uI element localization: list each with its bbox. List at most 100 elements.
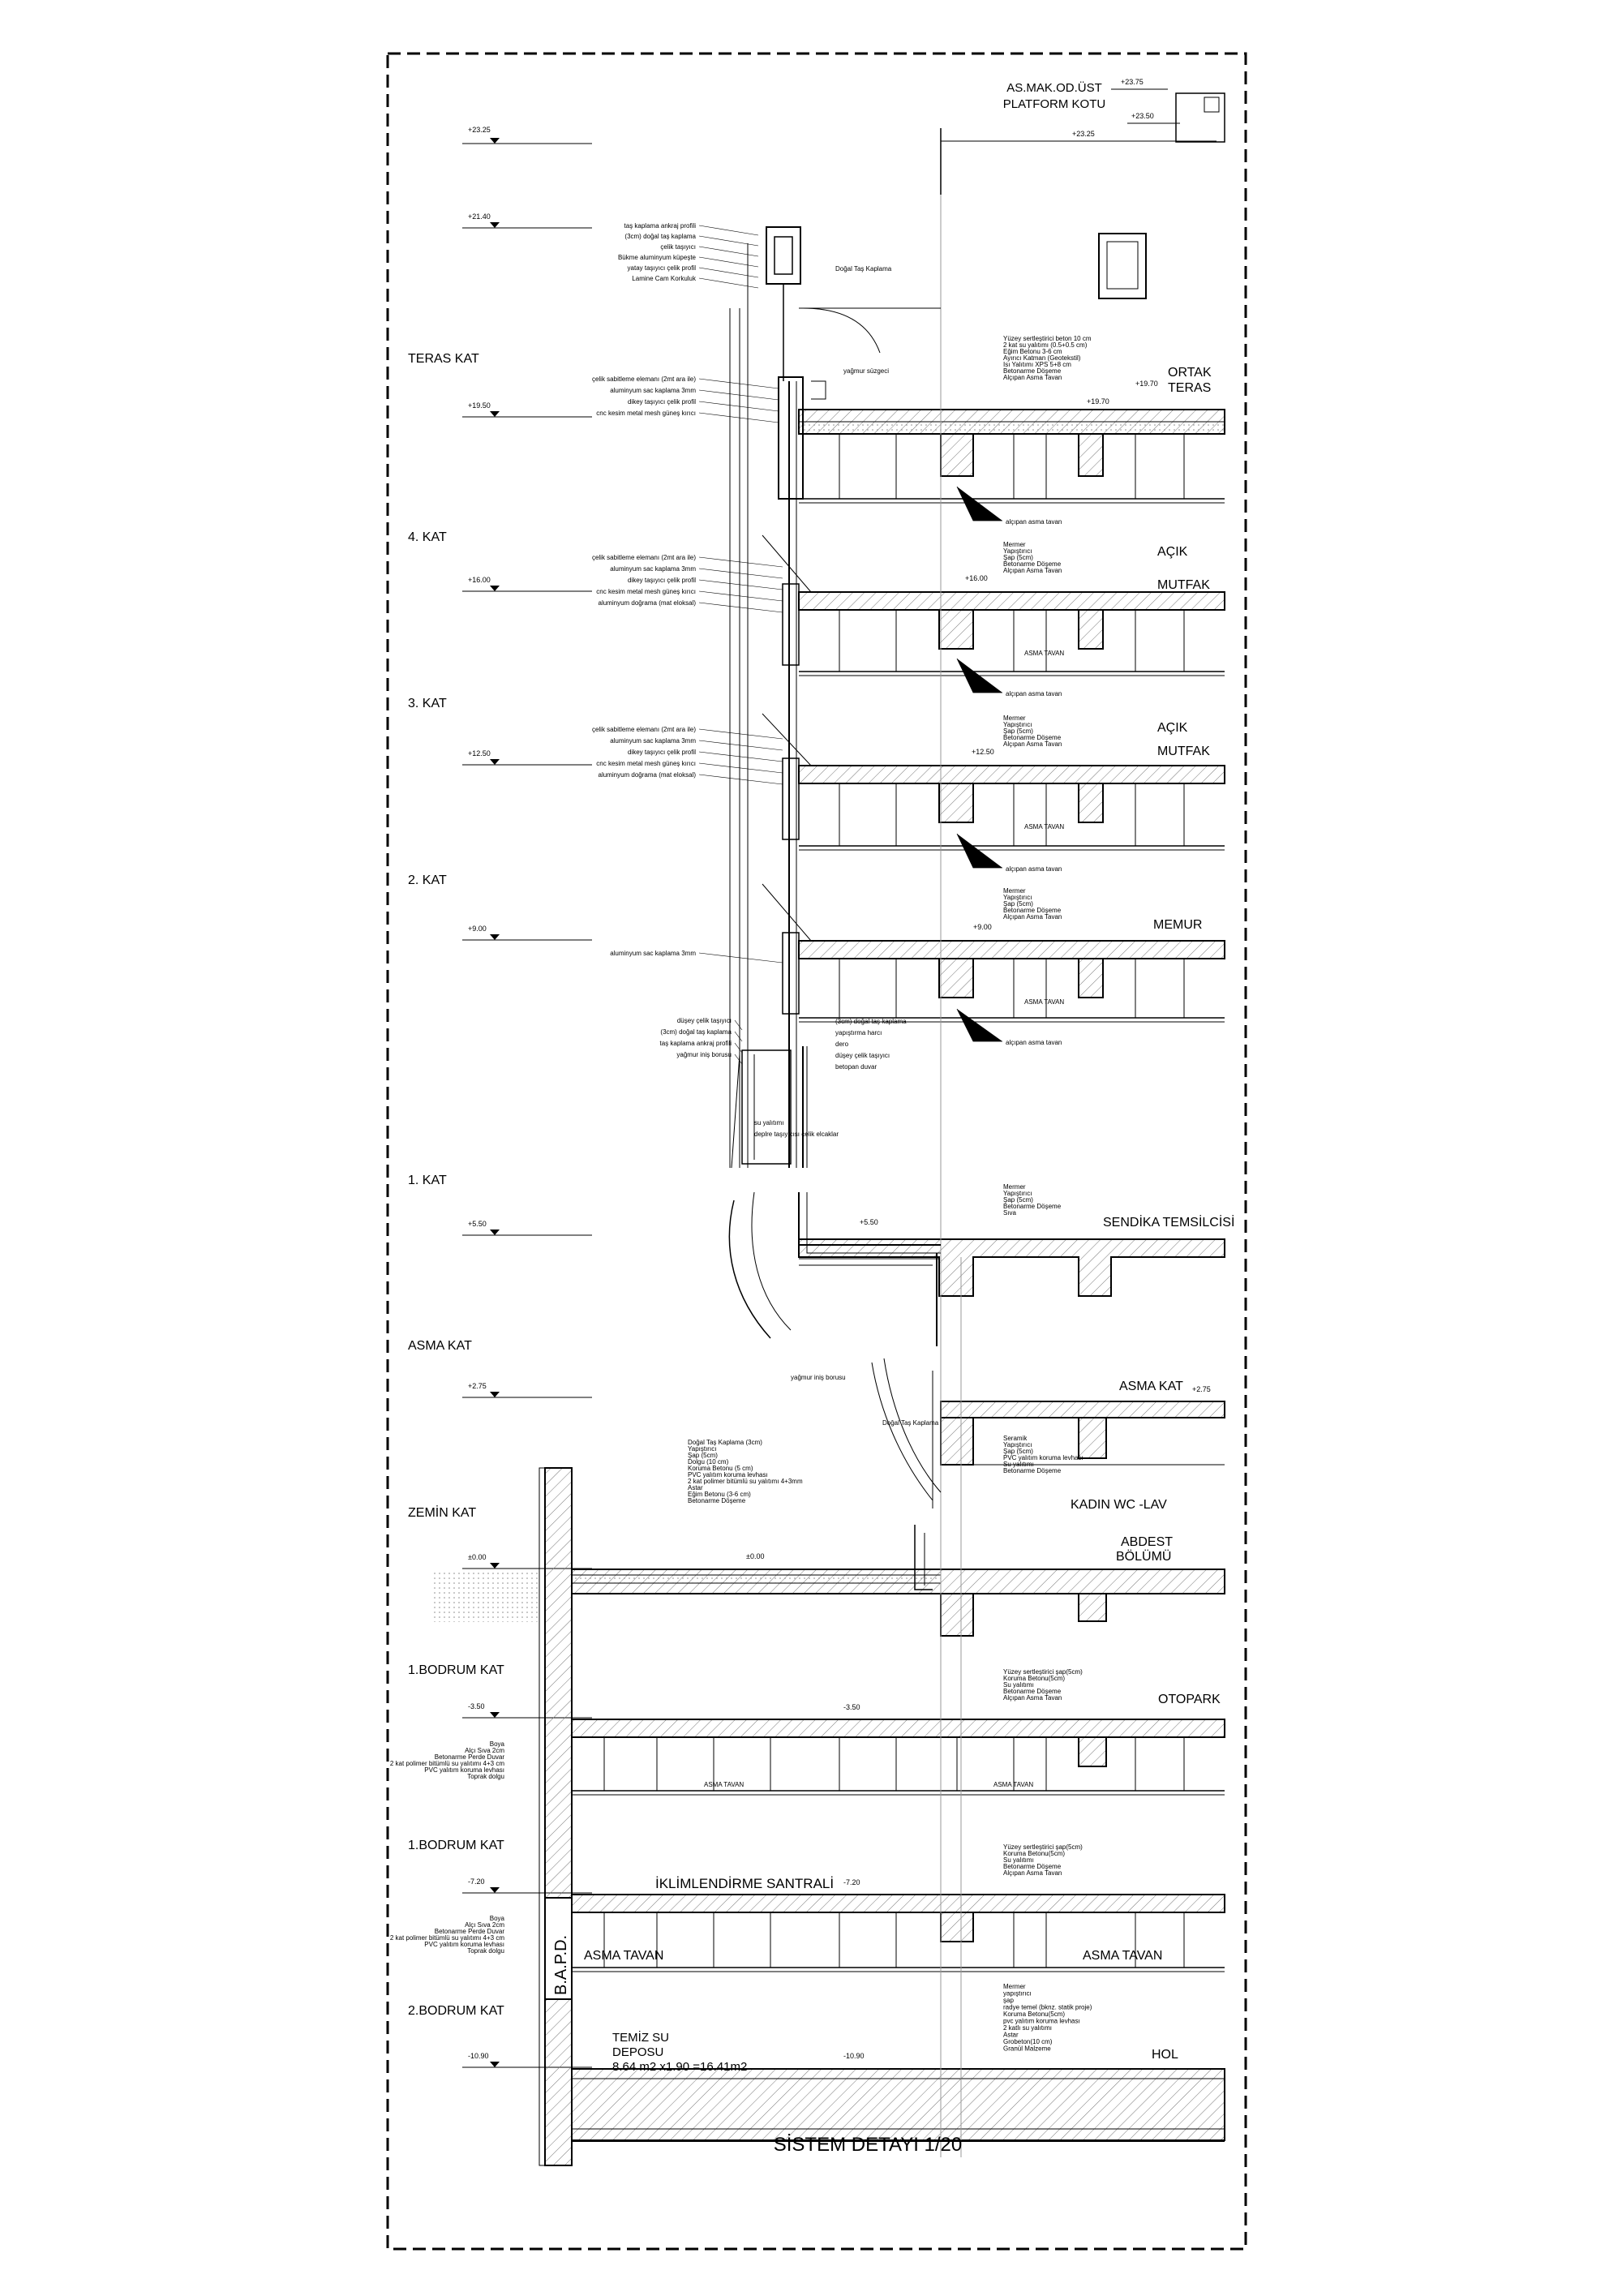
- room-iklim: İKLİMLENDİRME SANTRALİ: [655, 1876, 834, 1891]
- notes-f21-item: taş kaplama ankraj profili: [624, 222, 697, 230]
- water-tank: TEMİZ SU DEPOSU 8.64 m2 x1.90 =16.41m2: [612, 2030, 747, 2074]
- room-elev-3: +12.50: [972, 748, 994, 756]
- room-bolumu: BÖLÜMÜ: [1116, 1549, 1171, 1564]
- notes-4-leader: [698, 568, 783, 579]
- ceiling-labels: alçıpan asma tavan alçıpan asma tavan al…: [1006, 518, 1062, 1046]
- elev-left-6: +5.50: [468, 1220, 487, 1228]
- facade-notes: taş kaplama ankraj profili(3cm) doğal ta…: [592, 222, 939, 1427]
- room-elev-zemin: ±0.00: [746, 1552, 764, 1560]
- elev-left-11: -10.90: [468, 2052, 489, 2060]
- room-elev-asma: +2.75: [1192, 1385, 1211, 1393]
- elev-left-3: +16.00: [468, 576, 491, 584]
- notes-teras-leader: [698, 412, 779, 423]
- wall-layers-b1-item: PVC yalıtım koruma levhası: [424, 1766, 504, 1774]
- notes-3-item: çelik sabitleme elemanı (2mt ara ile): [592, 726, 696, 733]
- notes-3-leader: [698, 774, 783, 785]
- layers-b2-item: Koruma Betonu(5cm): [1003, 2011, 1065, 2018]
- elev-left-10: -7.20: [468, 1878, 485, 1886]
- layers-3-item: Yapıştırıcı: [1003, 721, 1032, 728]
- sheet-border: [386, 52, 1247, 2251]
- layers-b2-item: Mermer: [1003, 1983, 1026, 1990]
- asma-tavan-2: ASMA TAVAN: [1024, 998, 1064, 1006]
- layers-3-item: Betonarme Döşeme: [1003, 734, 1062, 741]
- layers-b2-item: Granül Malzeme: [1003, 2045, 1051, 2053]
- asma-tavan-4: ASMA TAVAN: [1024, 650, 1064, 657]
- wall-layers-b1-item: 2 kat polimer bitümlü su yalıtımı 4+3 cm: [390, 1760, 505, 1767]
- room-acik-3: AÇIK: [1157, 721, 1188, 735]
- floor-name-b1: 1.BODRUM KAT: [408, 1663, 504, 1677]
- floor-name-4: 4. KAT: [408, 530, 447, 544]
- floor-name-3: 3. KAT: [408, 697, 447, 710]
- layers-zemin-item: Yapıştırıcı: [688, 1445, 716, 1453]
- room-elev-2: +9.00: [973, 923, 992, 931]
- notes-3-leader: [698, 762, 783, 774]
- room-hol: HOL: [1152, 2048, 1178, 2062]
- layers-teras-item: Alçıpan Asma Tavan: [1003, 374, 1062, 381]
- notes-2-lower-left-item: düşey çelik taşıyıcı: [677, 1017, 732, 1024]
- layers-1-item: Betonarme Döşeme: [1003, 1203, 1062, 1210]
- room-elev-teras-b: +19.70: [1087, 397, 1109, 406]
- wall-layers-b1b-item: Betonarme Perde Duvar: [435, 1928, 505, 1935]
- layers-2-item: Alçıpan Asma Tavan: [1003, 913, 1062, 921]
- notes-2-lower-right-item: dero: [835, 1041, 849, 1048]
- layers-zemin-item: Betonarme Döşeme: [688, 1497, 746, 1504]
- layers-b2-item: radye temel (bknz. statik proje): [1003, 2004, 1092, 2011]
- notes-f21-leader: [698, 246, 759, 257]
- layers-asma-item: PVC yalıtım koruma levhası: [1003, 1454, 1083, 1461]
- room-elev-teras: +19.70: [1135, 380, 1158, 388]
- layers-b1b-item: Koruma Betonu(5cm): [1003, 1850, 1065, 1857]
- layers-4-item: Şap (5cm): [1003, 554, 1033, 561]
- elev-left-4: +12.50: [468, 749, 491, 757]
- tank-line1: TEMİZ SU: [612, 2030, 669, 2045]
- top-elev-23-25: +23.25: [1072, 130, 1095, 138]
- layers-b1-item: Koruma Betonu(5cm): [1003, 1675, 1065, 1682]
- notes-teras-item: çelik sabitleme elemanı (2mt ara ile): [592, 376, 696, 383]
- retaining-wall: [434, 1467, 1225, 2166]
- layers-b1b-item: Alçıpan Asma Tavan: [1003, 1869, 1062, 1877]
- room-otopark: OTOPARK: [1158, 1693, 1221, 1706]
- layers-2-item: Yapıştırıcı: [1003, 894, 1032, 901]
- layers-b1-item: Su yalıtımı: [1003, 1681, 1034, 1689]
- room-mutfak-3: MUTFAK: [1157, 745, 1210, 758]
- notes-teras-item: aluminyum sac kaplama 3mm: [610, 387, 696, 394]
- ceiling-label-teras: alçıpan asma tavan: [1006, 518, 1062, 526]
- layers-1-item: Şap (5cm): [1003, 1196, 1033, 1204]
- tank-line2: DEPOSU: [612, 2045, 663, 2059]
- notes-4-item: dikey taşıyıcı çelik profil: [628, 577, 696, 584]
- sheet-title: SİSTEM DETAYI 1/20: [774, 2134, 963, 2156]
- ceiling-label-4: alçıpan asma tavan: [1006, 690, 1062, 697]
- layers-b1b-item: Yüzey sertleştirici şap(5cm): [1003, 1843, 1083, 1851]
- layers-asma-item: Betonarme Döşeme: [1003, 1467, 1062, 1474]
- ceiling-leaders: [956, 486, 1002, 1042]
- notes-3-item: dikey taşıyıcı çelik profil: [628, 749, 696, 756]
- layers-2-item: Şap (5cm): [1003, 900, 1033, 908]
- notes-f21-leader: [698, 277, 759, 289]
- room-abdest: ABDEST: [1121, 1535, 1173, 1549]
- notes-2-lower-left-leader: [734, 1031, 743, 1042]
- top-platform: AS.MAK.OD.ÜST PLATFORM KOTU +23.75 +23.5…: [940, 78, 1225, 299]
- layers-b2-item: Astar: [1003, 2032, 1019, 2039]
- elev-left-7: +2.75: [468, 1382, 487, 1390]
- layers-asma-item: Şap (5cm): [1003, 1448, 1033, 1455]
- asma-tavan-3: ASMA TAVAN: [1024, 823, 1064, 830]
- room-labels: ORTAK TERAS AÇIK MUTFAK AÇIK MUTFAK MEMU…: [655, 366, 1234, 2062]
- room-mutfak-4: MUTFAK: [1157, 578, 1210, 592]
- room-elev-b1: -3.50: [843, 1703, 860, 1711]
- floor-name-b1b: 1.BODRUM KAT: [408, 1839, 504, 1852]
- layers-1-item: Yapıştırıcı: [1003, 1190, 1032, 1197]
- notes-4-item: aluminyum doğrama (mat eloksal): [599, 599, 697, 607]
- wall-layers-b1b-item: 2 kat polimer bitümlü su yalıtımı 4+3 cm: [390, 1934, 505, 1942]
- asma-tavan-b1-right: ASMA TAVAN: [993, 1781, 1033, 1788]
- floor-name-1: 1. KAT: [408, 1174, 447, 1187]
- notes-2-lower-bottom-item: su yalıtımı: [754, 1119, 783, 1127]
- notes-4-item: cnc kesim metal mesh güneş kırıcı: [596, 588, 696, 595]
- wall-layers-b1-item: Toprak dolgu: [467, 1773, 504, 1780]
- layers-asma-item: Yapıştırıcı: [1003, 1441, 1032, 1448]
- elev-left-0: +23.25: [468, 126, 491, 134]
- layers-2-item: Mermer: [1003, 887, 1026, 895]
- notes-2-lower-right-item: yapıştırma harcı: [835, 1029, 882, 1036]
- notes-teras-item: dikey taşıyıcı çelik profil: [628, 398, 696, 406]
- notes-3-item: aluminyum doğrama (mat eloksal): [599, 771, 697, 779]
- top-elev-23-75: +23.75: [1121, 78, 1144, 86]
- layers-teras-item: Betonarme Döşeme: [1003, 367, 1062, 375]
